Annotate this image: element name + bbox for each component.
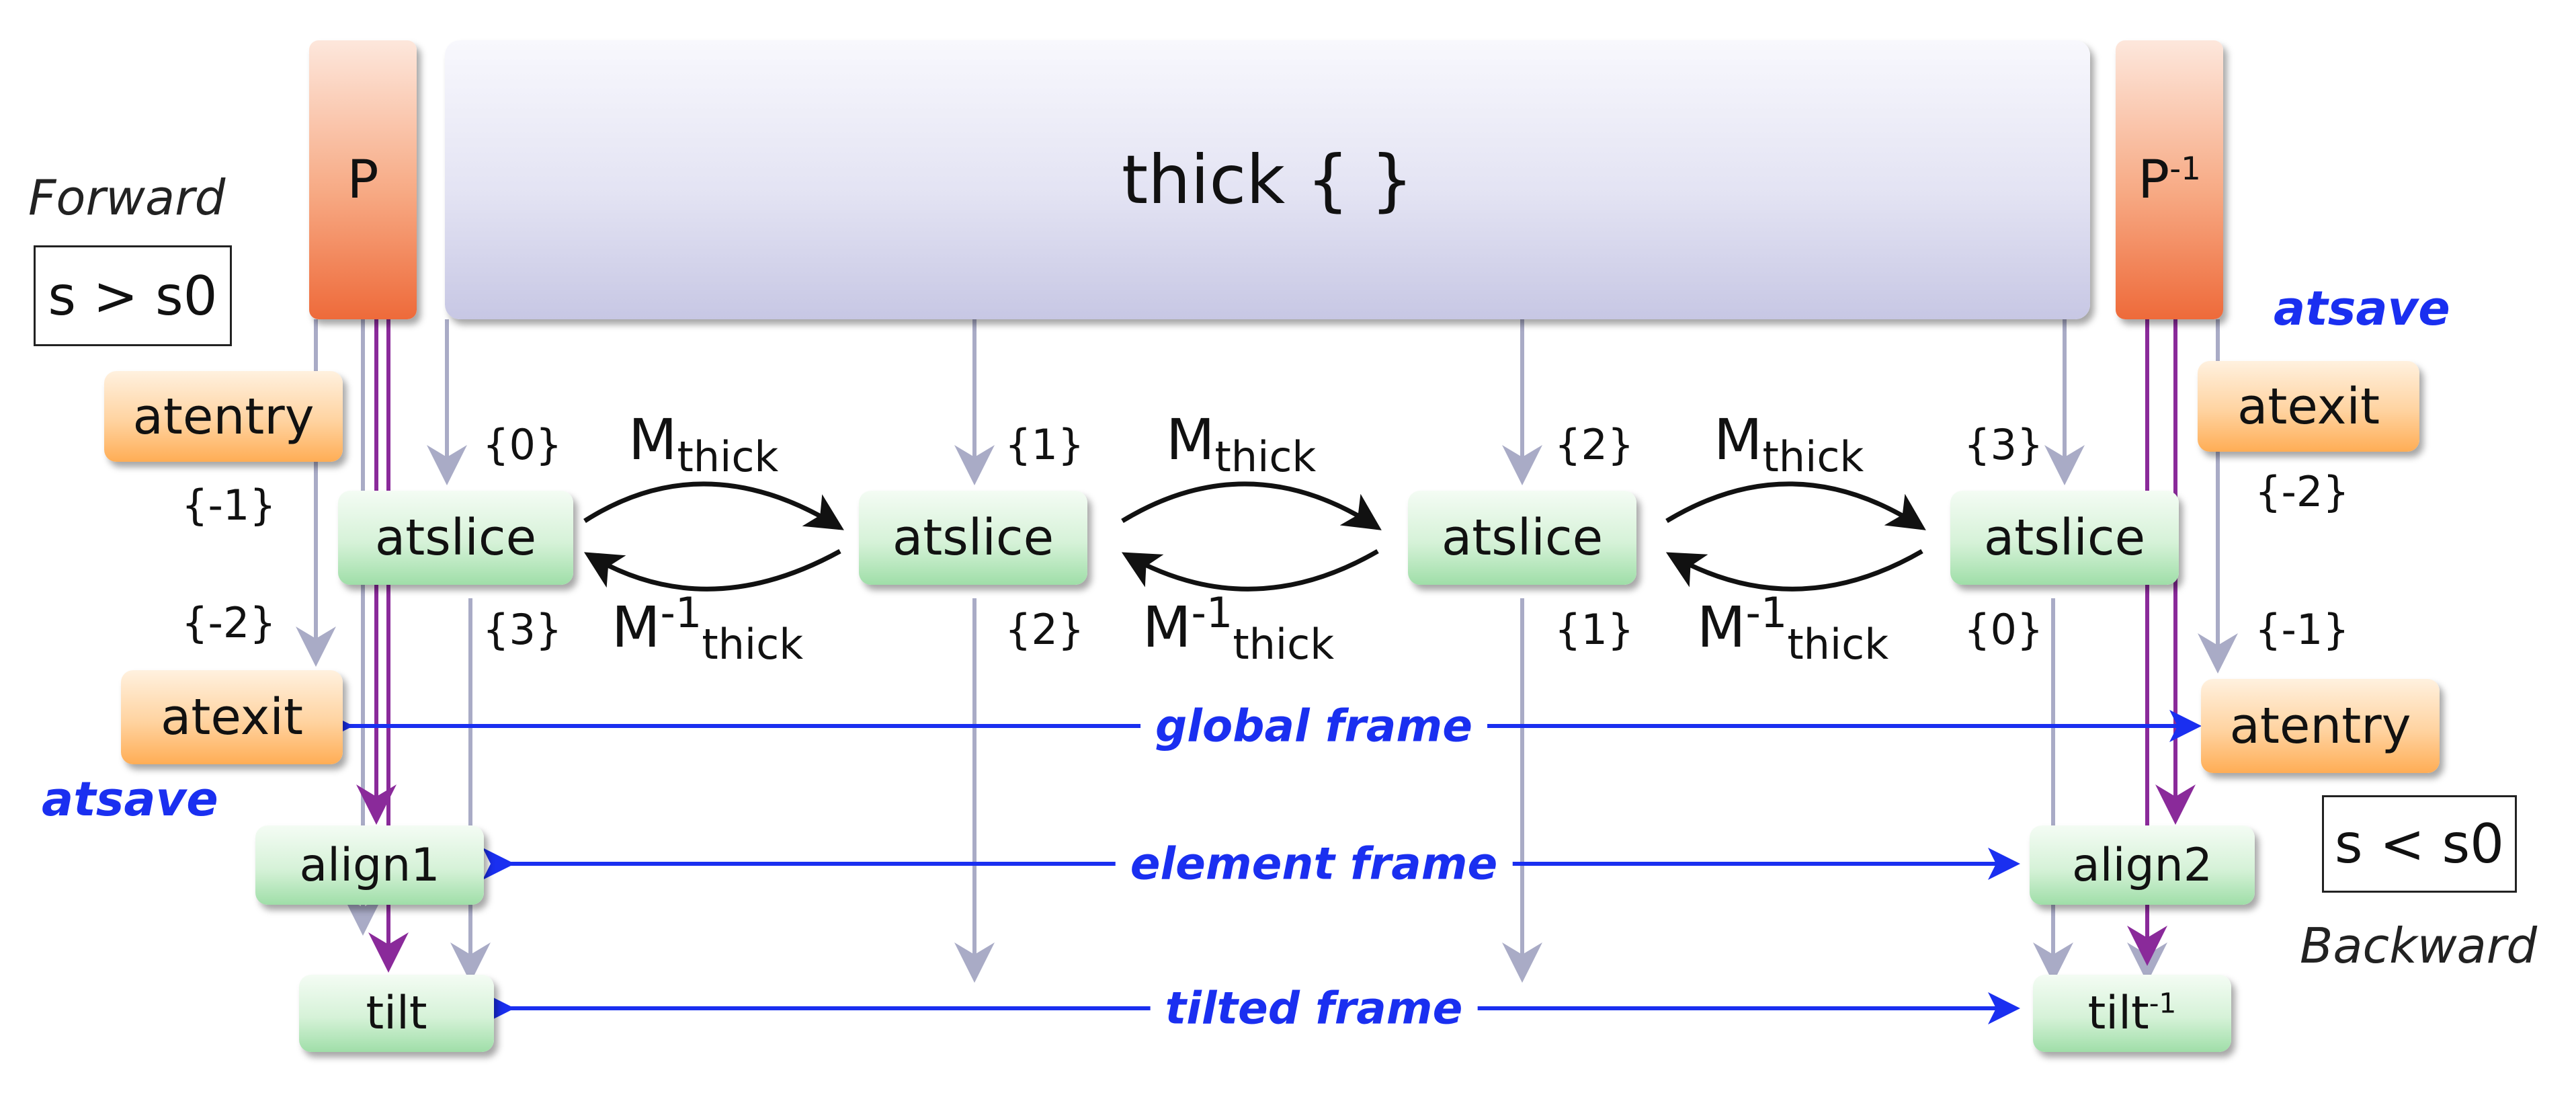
map-forward-3 — [1665, 481, 1926, 530]
backward-label: Backward — [2300, 918, 2538, 974]
atexit-left-box: atexit — [121, 670, 343, 764]
map-forward-1 — [583, 481, 844, 530]
map-backward-label-2: M-1thick — [1142, 588, 1335, 669]
atslice-label-3: atslice — [1441, 509, 1604, 567]
p-inverse-label: P-1 — [2138, 149, 2201, 210]
slice-3-bottom-index: {1} — [1554, 605, 1634, 654]
map-forward-label-3: Mthick — [1714, 407, 1864, 481]
tilt-inverse-label: tilt-1 — [2087, 987, 2177, 1040]
tilt-label: tilt — [366, 987, 427, 1040]
map-forward-label-2: Mthick — [1166, 407, 1317, 481]
map-backward-label-3: M-1thick — [1697, 588, 1889, 669]
atentry-left-label: atentry — [132, 387, 315, 446]
thick-label: thick { } — [1121, 140, 1414, 219]
slice-1-bottom-index: {3} — [483, 605, 563, 654]
slice-4-top-index: {3} — [1964, 420, 2044, 469]
thick-box: thick { } — [445, 40, 2090, 319]
slice-2-top-index: {1} — [1005, 420, 1085, 469]
atsave-right-label: atsave — [2274, 281, 2450, 336]
atexit-left-label: atexit — [161, 688, 303, 746]
atexit-right-label: atexit — [2237, 377, 2380, 436]
p-label: P — [347, 149, 379, 210]
right-upper-index: {-2} — [2255, 467, 2350, 516]
atexit-right-box: atexit — [2198, 361, 2419, 452]
element-frame-label: element frame — [1115, 838, 1513, 890]
map-forward-2 — [1121, 481, 1382, 530]
map-forward-label-1: Mthick — [628, 407, 779, 481]
map-backward-2 — [1121, 549, 1379, 592]
slice-2-bottom-index: {2} — [1005, 605, 1085, 654]
atslice-box-4: atslice — [1950, 491, 2179, 585]
tilted-frame-label: tilted frame — [1150, 982, 1478, 1035]
align1-box: align1 — [255, 825, 484, 905]
cond-backward: s < s0 — [2322, 795, 2517, 893]
global-frame-label: global frame — [1140, 700, 1487, 752]
atentry-right-label: atentry — [2229, 697, 2411, 755]
slice-1-top-index: {0} — [483, 420, 563, 469]
atsave-left-label: atsave — [42, 772, 218, 827]
forward-label: Forward — [28, 169, 226, 226]
slice-4-bottom-index: {0} — [1964, 605, 2044, 654]
map-backward-3 — [1665, 549, 1923, 592]
align2-box: align2 — [2030, 825, 2255, 905]
left-upper-index: {-1} — [181, 481, 276, 530]
atentry-left-box: atentry — [104, 371, 343, 462]
right-lower-index: {-1} — [2255, 605, 2350, 654]
atentry-right-box: atentry — [2201, 679, 2440, 773]
left-lower-index: {-2} — [181, 598, 276, 647]
p-inverse-box: P-1 — [2116, 40, 2223, 319]
tilt-box: tilt — [299, 975, 494, 1052]
map-backward-label-1: M-1thick — [612, 588, 804, 669]
atslice-label-1: atslice — [374, 509, 537, 567]
atslice-box-1: atslice — [338, 491, 573, 585]
slice-3-top-index: {2} — [1554, 420, 1634, 469]
atslice-label-4: atslice — [1983, 509, 2146, 567]
atslice-label-2: atslice — [892, 509, 1054, 567]
align1-label: align1 — [299, 838, 440, 892]
tilt-inverse-box: tilt-1 — [2033, 975, 2231, 1052]
atslice-box-2: atslice — [859, 491, 1087, 585]
align2-label: align2 — [2072, 838, 2212, 892]
map-backward-1 — [583, 549, 841, 592]
cond-forward: s > s0 — [34, 245, 232, 346]
atslice-box-3: atslice — [1408, 491, 1636, 585]
p-box: P — [309, 40, 417, 319]
